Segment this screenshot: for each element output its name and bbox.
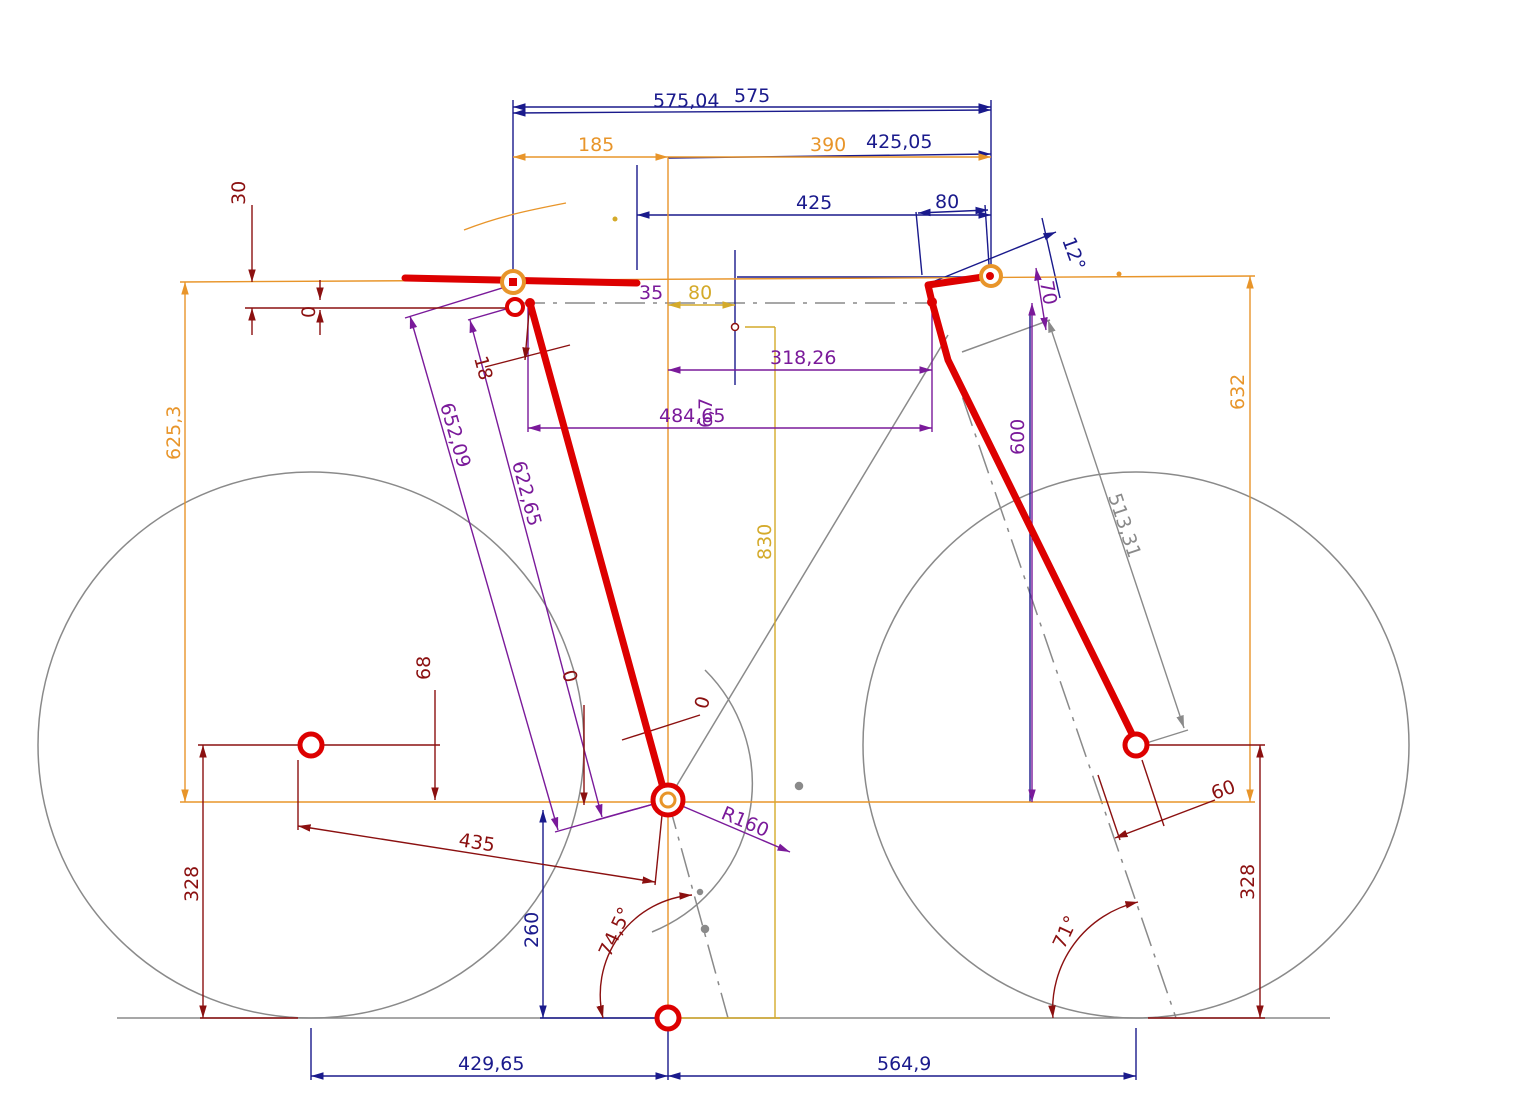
crank-point-b xyxy=(700,924,710,934)
seat-top-dot xyxy=(525,298,535,308)
label-328-right: 328 xyxy=(1237,864,1259,900)
label-575: 575 xyxy=(734,85,770,107)
label-80-mid: 80 xyxy=(688,282,712,304)
label-70: 70 xyxy=(1035,279,1061,307)
label-830: 830 xyxy=(754,524,776,560)
seat-axis-extension xyxy=(667,799,729,1019)
gold-dimensions xyxy=(668,301,780,1019)
saddle-curve xyxy=(463,202,567,231)
label-600: 600 xyxy=(1007,419,1029,455)
label-564-9: 564,9 xyxy=(877,1053,931,1075)
label-18: 18 xyxy=(469,354,497,383)
maroon-dimensions xyxy=(198,205,1265,1019)
saddle-center-square xyxy=(509,278,517,286)
head-top-dot xyxy=(927,297,937,307)
label-12deg: 12° xyxy=(1057,234,1089,273)
label-68: 68 xyxy=(413,656,435,680)
dim-575-04-line xyxy=(512,106,992,117)
label-0-mid: 0 xyxy=(557,668,581,685)
bar-dot xyxy=(1116,271,1122,277)
label-575-04: 575,04 xyxy=(653,90,719,112)
label-429-65: 429,65 xyxy=(458,1053,524,1075)
dim-80-top-line xyxy=(917,206,989,217)
label-625-3: 625,3 xyxy=(163,406,185,460)
label-622-65: 622,65 xyxy=(507,459,545,529)
label-425-05: 425,05 xyxy=(866,131,932,153)
dim-435-line xyxy=(297,824,656,884)
dim-r160-line xyxy=(667,799,791,853)
label-71: 71° xyxy=(1049,912,1083,952)
label-318-26: 318,26 xyxy=(770,347,836,369)
fork-offset-ref xyxy=(961,319,1051,353)
label-632: 632 xyxy=(1227,374,1249,410)
label-484-65: 484,65 xyxy=(659,405,725,427)
navy-dimensions xyxy=(310,100,1137,1080)
angle-74-5-arc xyxy=(596,892,693,1019)
label-0-bb: 0 xyxy=(691,694,715,711)
seat-tube xyxy=(526,299,669,799)
bottom-bracket-inner xyxy=(659,791,677,809)
seat-offset-point xyxy=(730,322,740,332)
label-185: 185 xyxy=(578,134,614,156)
key-points xyxy=(297,264,1150,1032)
dim-70-line xyxy=(1034,267,1048,331)
label-425: 425 xyxy=(796,192,832,214)
label-6-7: 6,7 xyxy=(695,398,717,428)
label-74-5: 74,5° xyxy=(595,904,637,960)
seat-clamp-marker xyxy=(505,297,525,317)
label-513-31: 513,31 xyxy=(1103,491,1145,561)
down-tube-line xyxy=(667,334,949,801)
label-r160: R160 xyxy=(718,802,772,842)
stem-and-head xyxy=(924,272,994,306)
ground-contact-marker xyxy=(654,1004,682,1032)
fork xyxy=(928,298,1138,742)
steering-axis-line xyxy=(929,302,1177,1019)
handlebar-center-dot xyxy=(986,272,994,280)
front-axle-marker xyxy=(1122,731,1150,759)
labels: 575,04 575 185 390 425,05 425 80 12° 30 … xyxy=(163,85,1259,1075)
orange-dimensions xyxy=(179,153,1256,1018)
dim-652-09-line xyxy=(409,315,559,831)
dim-60-line xyxy=(1114,799,1216,839)
label-328-left: 328 xyxy=(181,866,203,902)
label-80-top: 80 xyxy=(935,191,959,213)
rear-axle-marker xyxy=(297,731,325,759)
dim-513-31-line xyxy=(1047,319,1185,729)
angle-71-arc xyxy=(1048,901,1139,1019)
purple-dimensions xyxy=(404,267,1048,853)
label-35: 35 xyxy=(639,282,663,304)
crank-point-c xyxy=(696,888,704,896)
crank-point-a xyxy=(794,781,804,791)
saddle-dot xyxy=(612,216,618,222)
label-0-left: 0 xyxy=(298,306,320,318)
label-30: 30 xyxy=(228,181,250,205)
dim-12deg-line xyxy=(929,231,1057,284)
label-390: 390 xyxy=(810,134,846,156)
label-260: 260 xyxy=(521,912,543,948)
dim-622-65-line xyxy=(469,319,603,818)
label-652-09: 652,09 xyxy=(435,400,475,470)
